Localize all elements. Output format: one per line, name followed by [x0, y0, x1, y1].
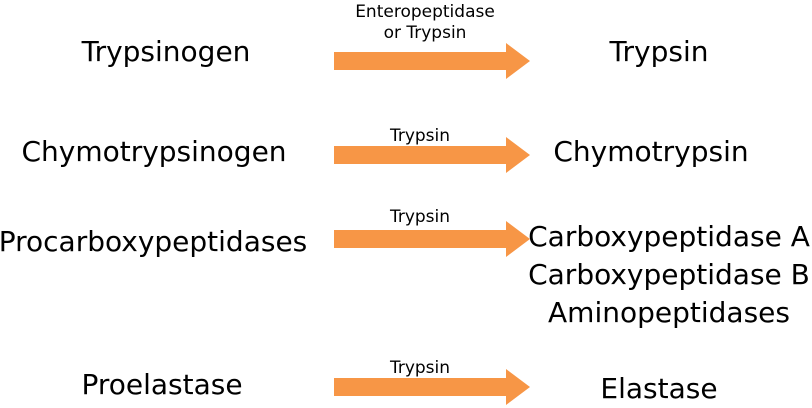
enzyme-label-line: Trypsin	[389, 358, 451, 378]
activation-arrow-row-2	[334, 137, 530, 173]
enzyme-label-line: Trypsin	[389, 207, 451, 227]
enzyme-label-row-4: Trypsin	[390, 360, 450, 377]
zymogen-proelastase: Proelastase	[81, 368, 243, 401]
enzyme-label-line: Enteropeptidase	[355, 2, 495, 22]
product-elastase: Elastase	[600, 372, 718, 405]
activation-arrow-row-3	[334, 221, 530, 257]
activation-arrow-row-4	[334, 369, 530, 405]
product-list-row-3: Carboxypeptidase A Carboxypeptidase B Am…	[528, 218, 810, 332]
enzyme-label-line: Trypsin	[389, 126, 451, 146]
enzyme-label-row-1: Enteropeptidase or Trypsin	[355, 4, 495, 42]
product-chymotrypsin: Chymotrypsin	[553, 135, 749, 168]
enzyme-label-line: or Trypsin	[383, 23, 467, 43]
activation-arrow-row-1	[334, 43, 530, 79]
product-trypsin: Trypsin	[609, 35, 709, 68]
enzyme-label-row-3: Trypsin	[390, 209, 450, 226]
zymogen-procarboxypeptidases: Procarboxypeptidases	[0, 225, 308, 258]
zymogen-chymotrypsinogen: Chymotrypsinogen	[21, 135, 287, 168]
product-carboxypeptidase-b: Carboxypeptidase B	[528, 258, 810, 291]
enzyme-label-row-2: Trypsin	[390, 128, 450, 145]
product-aminopeptidases: Aminopeptidases	[548, 296, 790, 329]
zymogen-trypsinogen: Trypsinogen	[81, 35, 251, 68]
product-carboxypeptidase-a: Carboxypeptidase A	[528, 220, 810, 253]
